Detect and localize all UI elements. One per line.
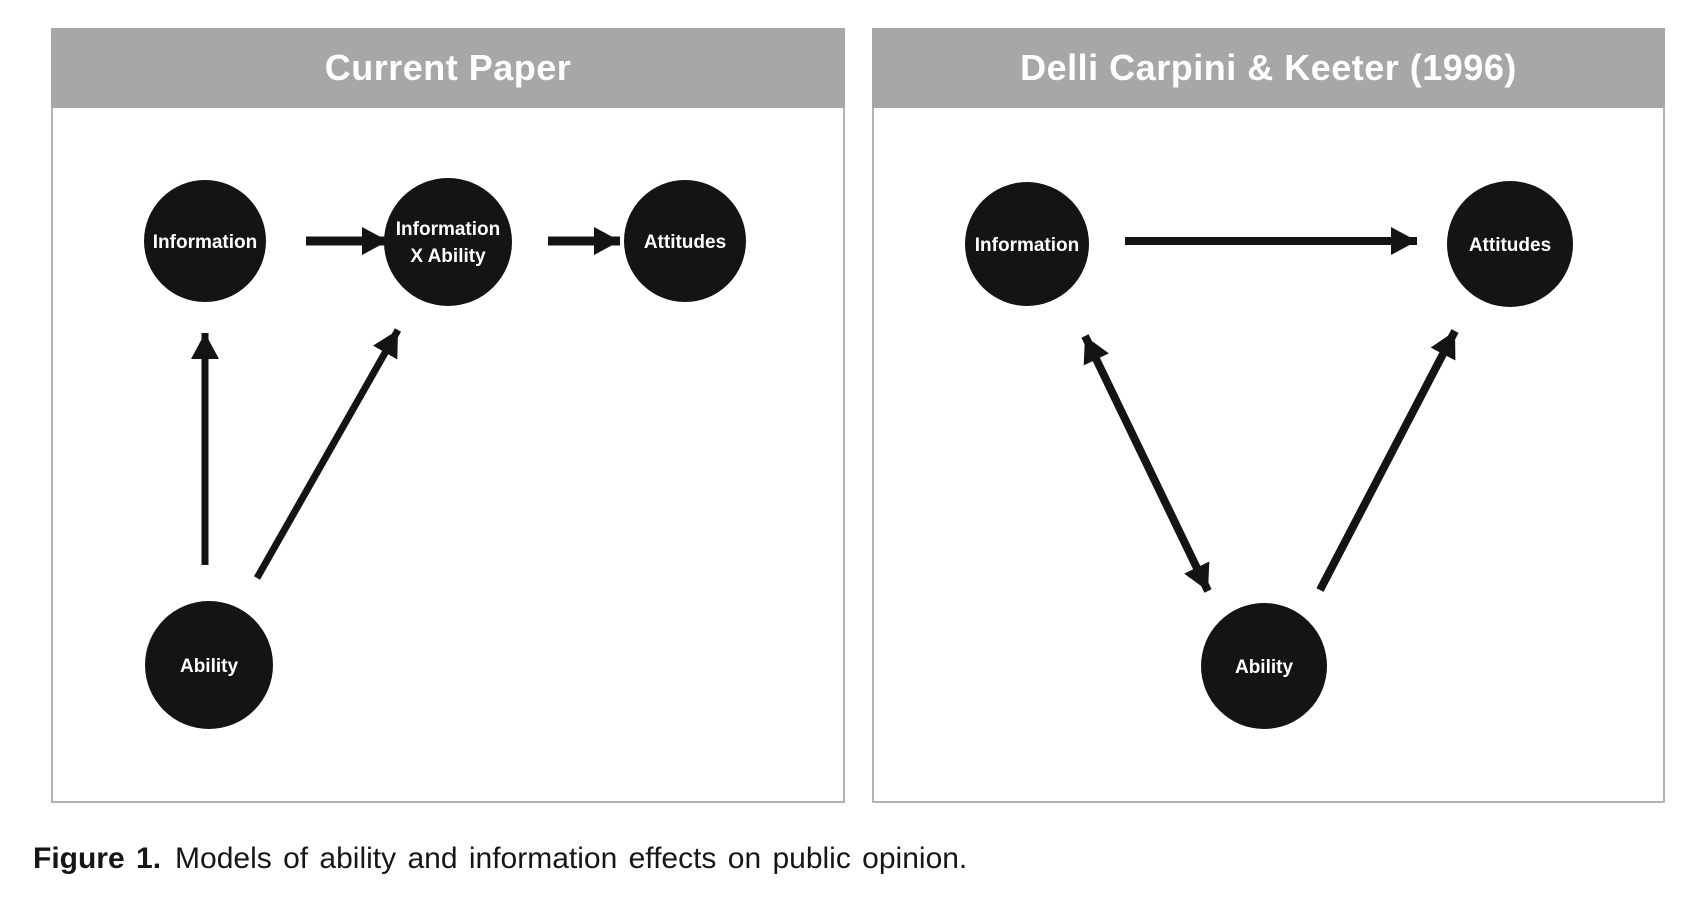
svg-text:Attitudes: Attitudes xyxy=(1469,235,1551,256)
svg-text:Attitudes: Attitudes xyxy=(644,232,726,253)
node-information: Information xyxy=(144,180,266,302)
node-information-x-ability: Information X Ability xyxy=(384,178,512,306)
svg-text:Ability: Ability xyxy=(180,656,238,677)
panel-delli-carpini-keeter: Delli Carpini & Keeter (1996) Informatio… xyxy=(872,28,1665,803)
panel-current-paper: Current Paper Information Information X … xyxy=(51,28,845,803)
svg-text:X Ability: X Ability xyxy=(410,246,486,267)
node-attitudes: Attitudes xyxy=(1447,181,1573,307)
arrow-ability-to-attitudes-icon xyxy=(1316,329,1459,592)
node-ability: Ability xyxy=(145,601,273,729)
node-ability: Ability xyxy=(1201,603,1327,729)
node-attitudes: Attitudes xyxy=(624,180,746,302)
figure-caption-label: Figure 1. xyxy=(33,842,162,875)
figure-caption-text: Models of ability and information effect… xyxy=(175,842,968,875)
figure-caption: Figure 1. Models of ability and informati… xyxy=(33,842,967,876)
arrow-information-ability-bidirectional-icon xyxy=(1081,334,1212,593)
svg-text:Information: Information xyxy=(153,232,258,253)
node-information: Information xyxy=(965,182,1089,306)
svg-text:Ability: Ability xyxy=(1235,657,1293,678)
svg-text:Information: Information xyxy=(396,219,501,240)
panel-delli-carpini-keeter-title: Delli Carpini & Keeter (1996) xyxy=(872,28,1665,108)
panel-current-paper-title: Current Paper xyxy=(51,28,845,108)
svg-text:Information: Information xyxy=(975,235,1080,256)
arrow-ability-to-interaction-icon xyxy=(253,328,402,580)
delli-carpini-keeter-diagram: Information Attitudes Ability xyxy=(965,181,1573,729)
current-paper-diagram: Information Information X Ability Attitu… xyxy=(144,178,746,729)
